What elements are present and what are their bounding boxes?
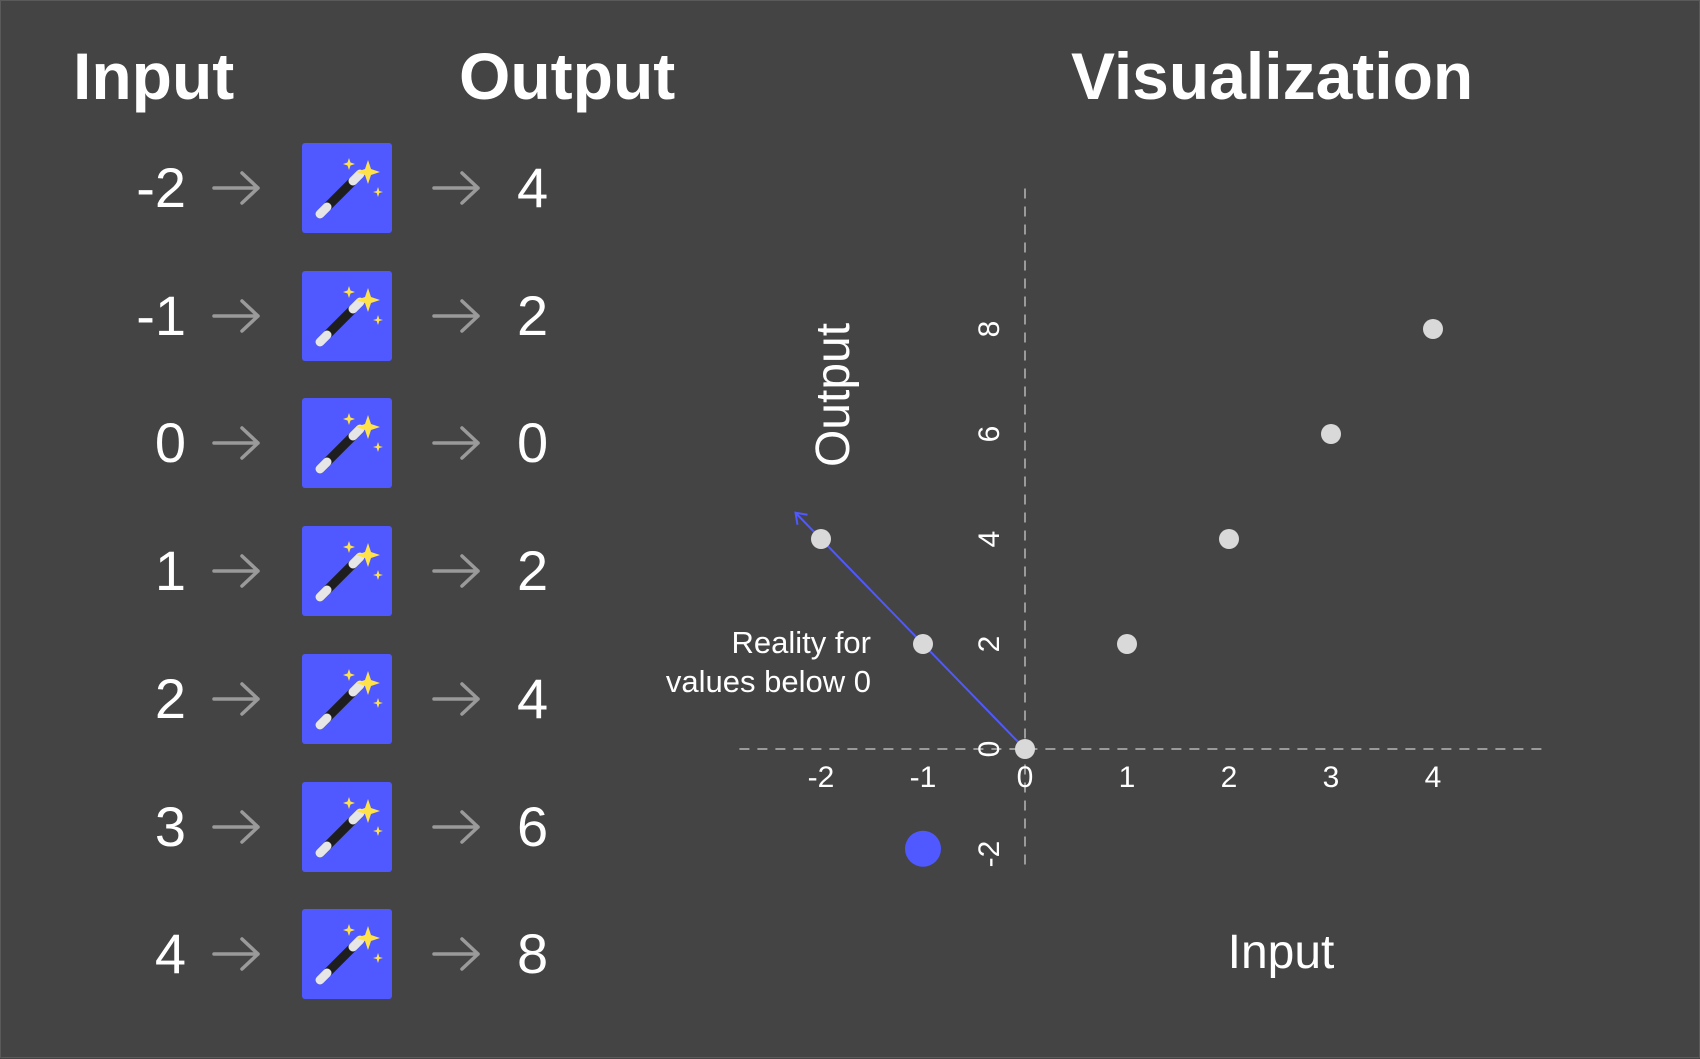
magic-wand-icon [302,270,392,361]
mapping-row: -1 2 [1,270,601,361]
right-arrow-icon [431,169,483,207]
right-arrow-icon [211,808,263,846]
annotation-line-1: Reality for [731,625,871,660]
right-arrow-icon [211,935,263,973]
magic-wand-icon [302,653,392,744]
input-value: 1 [154,539,186,603]
data-point [1117,634,1137,654]
x-tick-label: 1 [1119,761,1136,794]
right-arrow-icon [211,297,263,335]
x-tick-label: -2 [808,761,835,794]
output-value: 8 [517,922,549,986]
y-tick-label: 8 [973,321,1006,338]
y-tick-label: 2 [973,636,1006,653]
output-value: 6 [517,794,549,858]
input-value: 3 [154,794,186,858]
data-point [913,634,933,654]
right-arrow-icon [431,935,483,973]
reality-marker [905,830,941,867]
data-point [1219,529,1239,549]
output-heading: Output [459,39,676,113]
reality-annotation: Reality for values below 0 [621,623,871,701]
input-value: 4 [154,922,186,986]
data-point [1321,424,1341,444]
input-value: -1 [136,283,186,347]
x-tick-label: 2 [1221,761,1238,794]
magic-wand-icon [302,398,392,489]
data-point [1423,319,1443,339]
x-tick-label: 0 [1017,761,1034,794]
magic-wand-icon [302,781,392,872]
magic-wand-icon [302,526,392,617]
output-value: 4 [517,156,549,219]
reality-line [794,512,1026,750]
right-arrow-icon [431,680,483,718]
right-arrow-icon [211,680,263,718]
input-value: -2 [136,156,186,219]
right-arrow-icon [211,424,263,462]
output-value: 2 [517,539,549,603]
visualization-heading: Visualization [1071,39,1474,113]
input-heading: Input [73,39,235,113]
x-axis-label: Input [1227,926,1335,979]
right-arrow-icon [211,552,263,590]
output-value: 0 [517,411,549,475]
input-value: 2 [154,666,186,730]
annotation-line-2: values below 0 [665,664,871,699]
x-tick-label: -1 [910,761,937,794]
x-tick-label: 4 [1425,761,1442,794]
right-arrow-icon [431,424,483,462]
mapping-row: -2 4 [1,143,601,233]
right-arrow-icon [431,552,483,590]
magic-wand-icon [302,143,392,233]
output-value: 4 [517,666,549,730]
data-point [811,529,831,549]
right-arrow-icon [211,169,263,207]
y-tick-label: 6 [973,426,1006,443]
right-arrow-icon [431,808,483,846]
output-value: 2 [517,283,549,347]
y-tick-label: -2 [973,841,1006,868]
y-axis-label: Output [807,322,860,468]
y-tick-label: 4 [973,531,1006,548]
input-value: 0 [154,411,186,475]
right-arrow-icon [431,297,483,335]
x-tick-label: 3 [1323,761,1340,794]
y-tick-label: 0 [973,741,1006,758]
data-point [1015,739,1035,759]
reality-arrowhead [794,511,808,525]
magic-wand-icon [302,909,392,1000]
